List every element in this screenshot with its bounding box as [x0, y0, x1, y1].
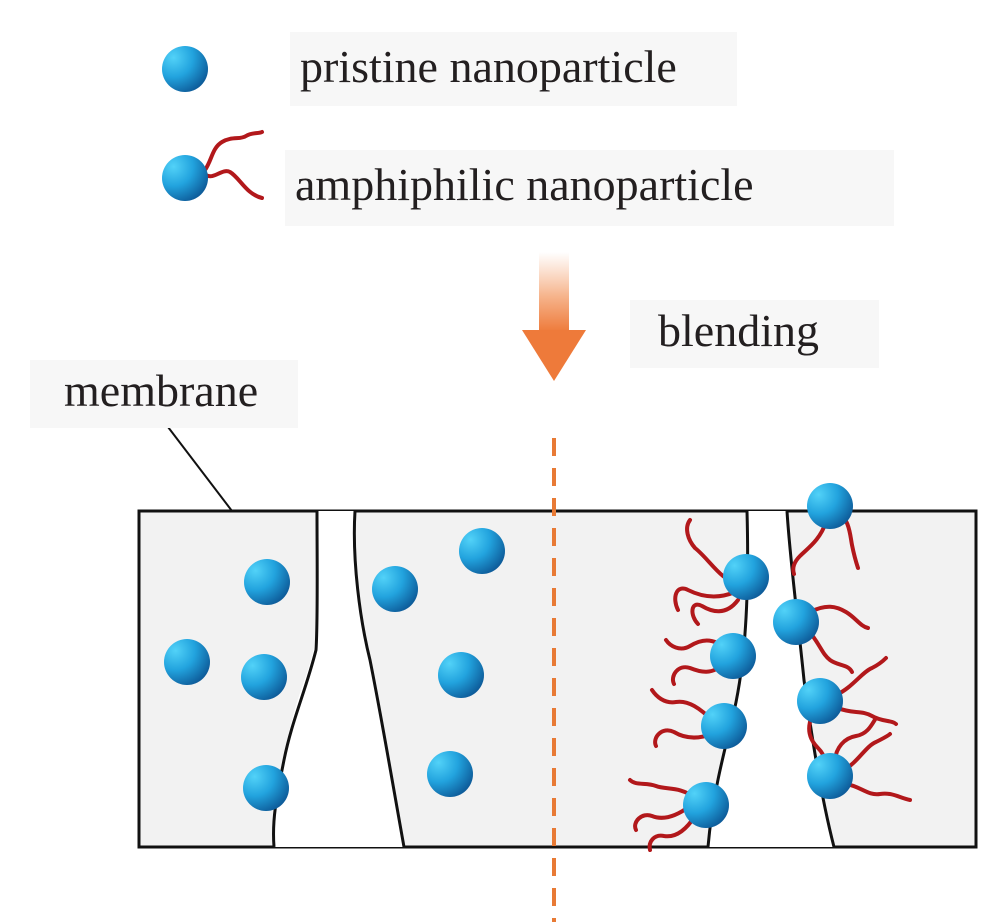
pristine-nanoparticle — [244, 559, 290, 605]
amphiphilic-nanoparticle — [723, 554, 769, 600]
pristine-nanoparticle — [459, 528, 505, 574]
pristine-nanoparticle — [372, 566, 418, 612]
pristine-nanoparticle — [427, 751, 473, 797]
legend-pristine-label: pristine nanoparticle — [290, 32, 737, 106]
right-pore-wall — [785, 510, 836, 848]
amphiphilic-nanoparticle — [701, 703, 747, 749]
amphiphilic-nanoparticle-icon — [162, 130, 264, 201]
left-pore-wall — [352, 510, 406, 848]
legend-amphiphilic-label: amphiphilic nanoparticle — [285, 150, 894, 226]
pristine-nanoparticle — [164, 639, 210, 685]
pristine-nanoparticle-icon — [162, 46, 208, 92]
membrane-pointer-line — [167, 426, 233, 512]
amphiphilic-nanoparticle — [807, 753, 853, 799]
blending-arrow-icon — [522, 252, 586, 381]
pristine-nanoparticle — [243, 765, 289, 811]
pristine-nanoparticles — [164, 528, 505, 811]
amphiphilic-nanoparticle — [807, 483, 853, 529]
amphiphilic-particle-cores — [683, 483, 853, 828]
pristine-nanoparticle — [241, 654, 287, 700]
amphiphilic-nanoparticle — [683, 782, 729, 828]
amphiphilic-nanoparticle — [797, 678, 843, 724]
membrane-label: membrane — [30, 360, 299, 428]
pristine-nanoparticle — [438, 652, 484, 698]
legend — [162, 46, 264, 201]
blending-label: blending — [630, 300, 879, 368]
amphiphilic-nanoparticle — [773, 599, 819, 645]
amphiphilic-nanoparticle — [710, 633, 756, 679]
